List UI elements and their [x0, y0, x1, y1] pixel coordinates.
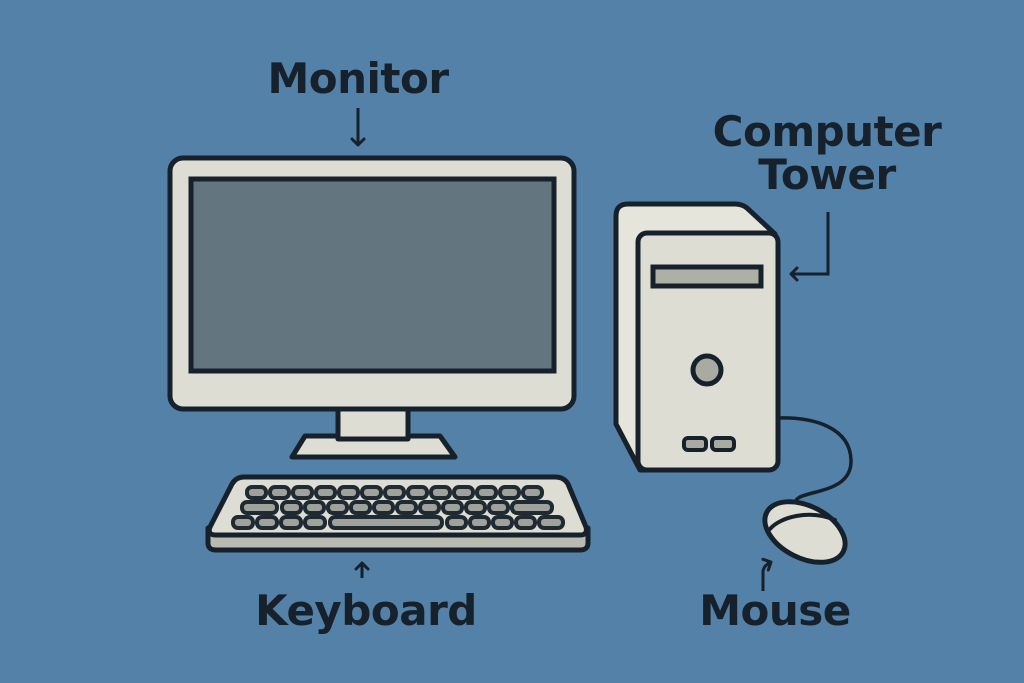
mouse-button-line	[768, 512, 837, 531]
computer-tower	[613, 201, 781, 473]
tower-front-panel	[635, 230, 781, 473]
mouse-arrow-icon	[761, 557, 773, 591]
keyboard	[205, 474, 591, 553]
keyboard-label: Keyboard	[255, 586, 477, 635]
monitor	[167, 155, 577, 460]
tower-port-right	[710, 436, 736, 452]
computer-tower-label-line2: Tower	[758, 150, 896, 199]
mouse-label: Mouse	[699, 586, 851, 635]
tower-port-left	[682, 436, 708, 452]
mouse-cable	[776, 416, 853, 514]
tower-drive-bay	[650, 264, 764, 289]
tower-arrow-icon	[789, 212, 830, 282]
monitor-label: Monitor	[267, 54, 449, 103]
mouse	[762, 416, 853, 565]
tower-power-button-icon	[690, 353, 724, 387]
computer-tower-label-line1: Computer	[712, 107, 942, 156]
computer-tower-label: Computer Tower	[702, 110, 952, 196]
keyboard-keys	[231, 485, 565, 530]
monitor-screen	[188, 176, 557, 374]
